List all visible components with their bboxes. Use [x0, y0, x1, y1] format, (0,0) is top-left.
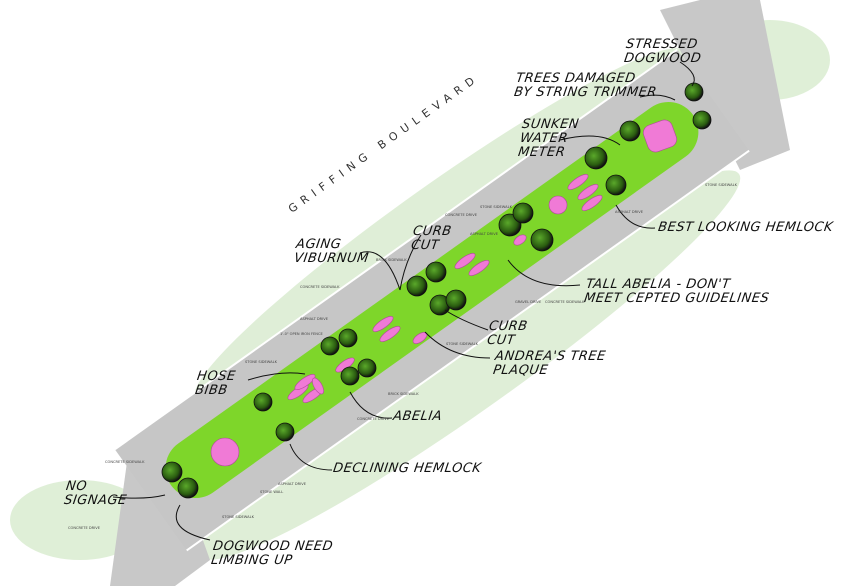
site-label: Stone Sidewalk: [245, 360, 277, 364]
site-label: Concrete Sidewalk: [105, 460, 145, 464]
note-curb-cut-bottom: Curb Cut: [486, 319, 529, 348]
site-label: Stone Sidewalk: [480, 205, 512, 209]
site-label: Asphalt Drive: [278, 482, 306, 486]
note-declining-hemlock: Declining Hemlock: [332, 461, 483, 476]
planting-beds: [210, 119, 677, 467]
site-label: Concrete Drive: [68, 526, 100, 530]
note-trees-damaged: Trees damaged by string trimmer: [513, 71, 658, 100]
site-label: Stone Wall: [260, 490, 284, 494]
site-label: Asphalt Drive: [300, 317, 328, 321]
site-label: Stone Sidewalk: [446, 342, 478, 346]
note-stressed-dogwood: Stressed Dogwood: [623, 37, 703, 66]
site-label: Concrete Sidewalk: [300, 285, 340, 289]
note-curb-cut-top: Curb Cut: [410, 224, 453, 253]
site-label: Gravel Drive: [515, 300, 542, 304]
note-andreas-tree-plaque: Andrea's Tree Plaque: [492, 349, 607, 378]
note-sunken-water-meter: Sunken Water Meter: [517, 117, 581, 160]
note-best-looking-hemlock: Best Looking Hemlock: [657, 220, 835, 235]
note-aging-viburnum: Aging Viburnum: [293, 237, 370, 266]
site-label: Stone Sidewalk: [705, 183, 737, 187]
site-label: Brick Sidewalk: [376, 258, 407, 262]
site-label: Concrete Drive: [445, 213, 477, 217]
note-tall-abelia: Tall Abelia - Don't Meet CEPTED Guidelin…: [583, 277, 771, 306]
note-dogwood-limbing: Dogwood need limbing up: [210, 539, 335, 568]
trees: [161, 82, 712, 499]
note-abelia: Abelia: [392, 409, 444, 424]
site-label: Concrete Drive: [357, 417, 389, 421]
site-label: Asphalt Drive: [470, 232, 498, 236]
site-label: Stone Sidewalk: [222, 515, 254, 519]
note-no-signage: No Signage: [63, 479, 128, 508]
note-hose-bibb: Hose Bibb: [194, 369, 237, 398]
site-label: Asphalt Drive: [615, 210, 643, 214]
site-label: Concrete Sidewalk: [545, 300, 585, 304]
site-label: 1'-0" Open Iron Fence: [280, 332, 323, 336]
annotation-leaders: [112, 61, 695, 541]
site-label: Brick Sidewalk: [388, 392, 419, 396]
